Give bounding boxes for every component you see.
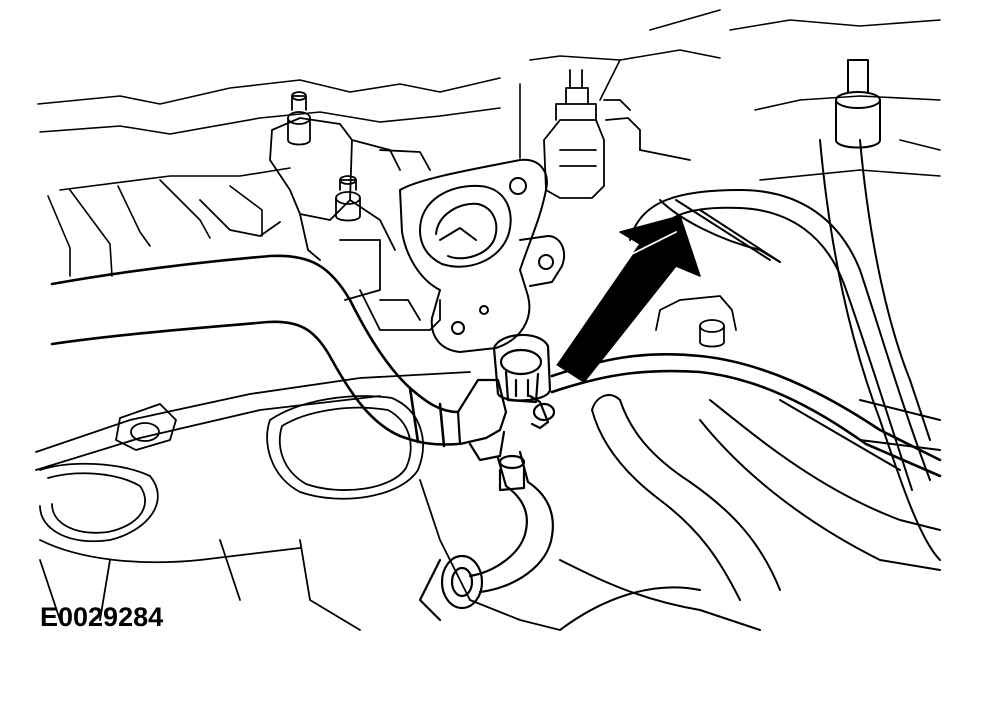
lower-right-pipes xyxy=(560,395,940,630)
sensor-connector xyxy=(544,70,690,198)
flange-plate xyxy=(400,160,564,352)
left-harness-hose[interactable] xyxy=(52,256,458,446)
sensor-wire[interactable] xyxy=(552,354,940,476)
callout-arrow xyxy=(556,216,700,382)
valve-cover xyxy=(36,372,560,630)
figure-id-label: E0029284 xyxy=(40,602,164,632)
upper-right-hose xyxy=(630,60,940,560)
bolt-upper-icon xyxy=(288,92,310,145)
sensor-fitting-icon[interactable] xyxy=(494,335,554,428)
engine-block-outline xyxy=(38,10,940,276)
bolt-right-icon xyxy=(656,296,736,347)
mounting-bracket xyxy=(200,118,440,330)
bolt-lower-icon xyxy=(336,176,360,221)
coolant-tube xyxy=(420,452,553,620)
harness-clip[interactable] xyxy=(458,380,506,460)
